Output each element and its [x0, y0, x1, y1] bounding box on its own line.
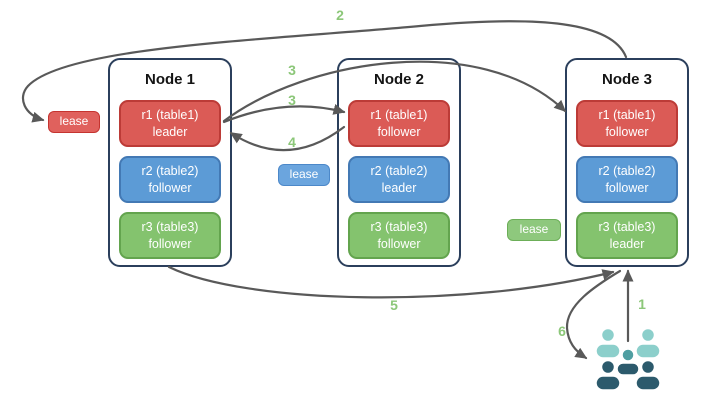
replica-range: r3 (table3): [141, 220, 199, 235]
node-title: Node 1: [144, 71, 195, 88]
replica-role: follower: [148, 180, 192, 195]
step-label-2: 2: [336, 7, 344, 23]
replica-range: r3 (table3): [370, 220, 428, 235]
replica-role: leader: [152, 124, 188, 139]
step-label-1: 1: [638, 296, 646, 312]
user-icon: [635, 359, 661, 391]
arrow-3-node1-to-node2: [222, 104, 346, 124]
node1-replica-r2: r2 (table2) follower: [119, 156, 221, 203]
arrow-6-node3-to-clients: [565, 269, 622, 360]
node2-replica-r3: r3 (table3) follower: [348, 212, 450, 259]
node-title: Node 3: [601, 71, 652, 88]
replica-role: follower: [605, 124, 649, 139]
user-icon: [595, 327, 621, 359]
user-icon: [635, 327, 661, 359]
replica-range: r2 (table2): [370, 164, 428, 179]
replica-role: follower: [377, 124, 421, 139]
replica-range: r3 (table3): [598, 220, 656, 235]
node1-replica-r3: r3 (table3) follower: [119, 212, 221, 259]
lease-badge-red: lease: [48, 111, 100, 133]
step-label-5: 5: [390, 297, 398, 313]
user-icon: [595, 359, 621, 391]
node-2: Node 2 r1 (table1) follower r2 (table2) …: [337, 58, 461, 267]
node1-replica-r1: r1 (table1) leader: [119, 100, 221, 147]
node-1: Node 1 r1 (table1) leader r2 (table2) fo…: [108, 58, 232, 267]
replica-role: follower: [377, 236, 421, 251]
clients-users-group-icon: [595, 327, 661, 391]
replica-range: r2 (table2): [598, 164, 656, 179]
arrow-5-node1-to-node3: [167, 265, 615, 299]
replica-role: follower: [605, 180, 649, 195]
replica-range: r1 (table1): [598, 108, 656, 123]
replica-role: leader: [381, 180, 417, 195]
node3-replica-r2: r2 (table2) follower: [576, 156, 678, 203]
step-label-6: 6: [558, 323, 566, 339]
replica-role: follower: [148, 236, 192, 251]
step-label-3-lower: 3: [288, 92, 296, 108]
lease-badge-blue: lease: [278, 164, 330, 186]
step-label-4: 4: [288, 134, 296, 150]
node3-replica-r1: r1 (table1) follower: [576, 100, 678, 147]
node3-replica-r3: r3 (table3) leader: [576, 212, 678, 259]
node-title: Node 2: [373, 71, 424, 88]
lease-badge-green: lease: [507, 219, 561, 241]
node-3: Node 3 r1 (table1) follower r2 (table2) …: [565, 58, 689, 267]
node2-replica-r1: r1 (table1) follower: [348, 100, 450, 147]
replica-role: leader: [609, 236, 645, 251]
replica-range: r1 (table1): [370, 108, 428, 123]
step-label-3-upper: 3: [288, 62, 296, 78]
replica-range: r2 (table2): [141, 164, 199, 179]
node2-replica-r2: r2 (table2) leader: [348, 156, 450, 203]
user-icon: [616, 348, 640, 376]
replica-range: r1 (table1): [141, 108, 199, 123]
